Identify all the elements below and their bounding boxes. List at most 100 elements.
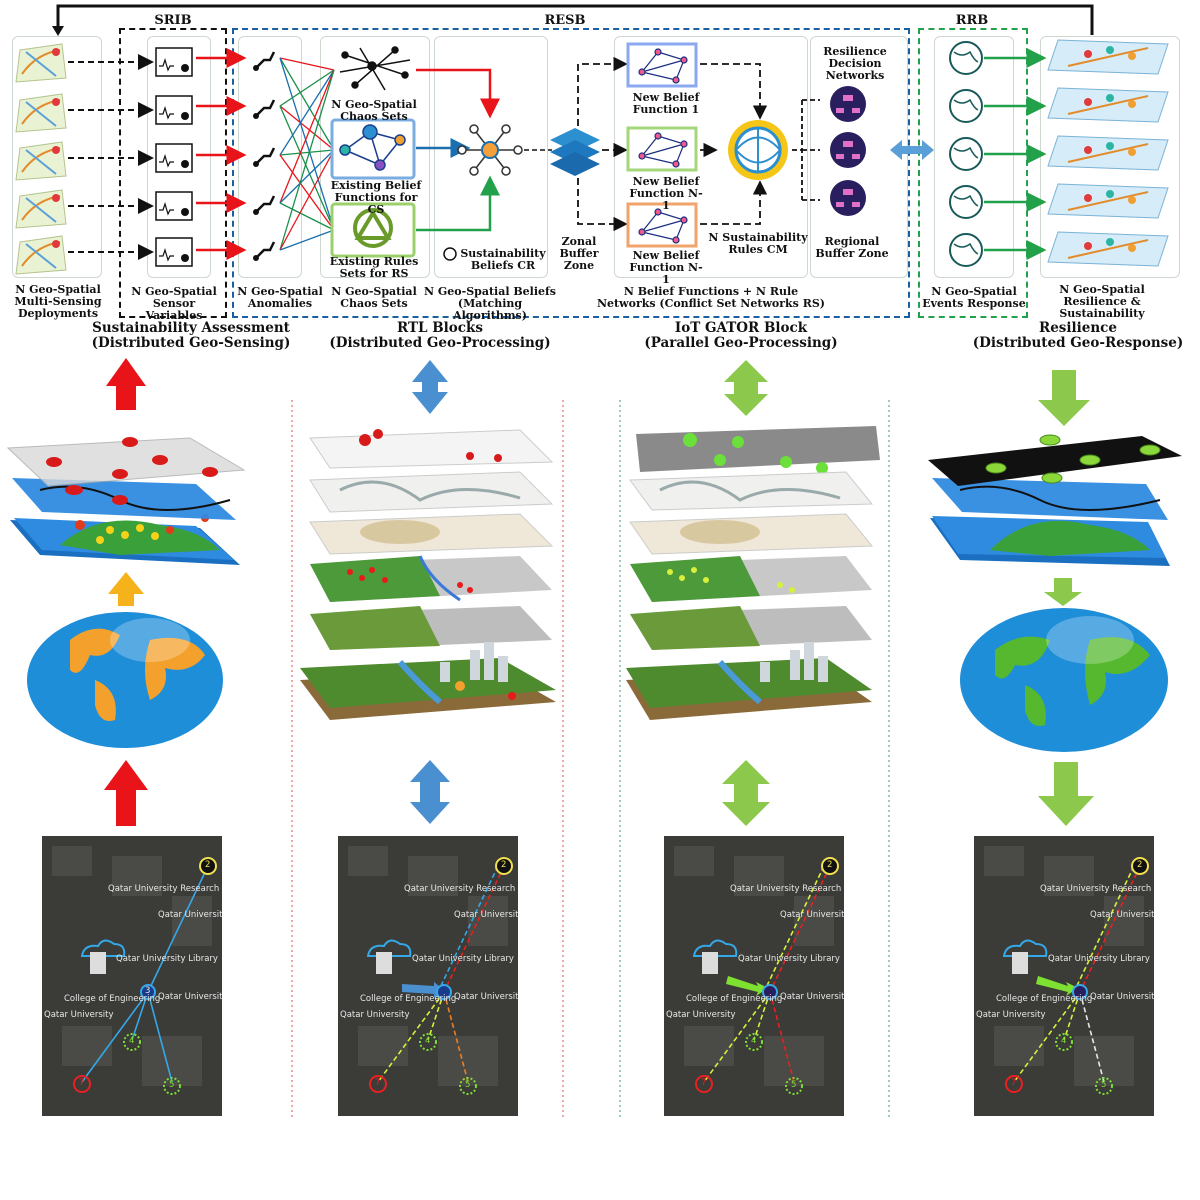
section2-heading: RTL Blocks (310, 321, 570, 336)
events-globe-icons (950, 42, 982, 266)
photo3-node-4: 4 (751, 1036, 756, 1046)
photo3-node-2: 2 (827, 860, 832, 870)
green-double-arrow-2 (722, 760, 770, 826)
photo3-uni2-label: Qatar University (780, 992, 844, 1002)
photo4-node-7: 7 (1011, 1078, 1016, 1088)
satellite-photo-1: Qatar University Research Com Qatar Univ… (42, 836, 222, 1116)
response-layers-stack (928, 435, 1182, 566)
sustainability-rules-label: N Sustainability Rules CM (704, 232, 812, 256)
legend-circle-icon (444, 248, 456, 260)
sensor-icons (156, 48, 192, 266)
photo1-uni2-label: Qatar University (158, 992, 222, 1002)
blue-double-arrow-2 (410, 760, 450, 824)
chaos-sets-label: N Geo-Spatial Chaos Sets (326, 99, 422, 123)
blue-double-arrow-1 (412, 360, 448, 414)
decision-network-icons (830, 86, 866, 216)
photo2-engineering-label: College of Engineering (360, 994, 456, 1004)
photo4-engineering-label: College of Engineering (996, 994, 1092, 1004)
zonal-buffer-label: Zonal Buffer Zone (556, 236, 602, 272)
regional-buffer-label: Regional Buffer Zone (812, 236, 892, 260)
photo2-node-5: 5 (465, 1080, 470, 1090)
photo3-engineering-label: College of Engineering (686, 994, 782, 1004)
photo1-uni3-label: Qatar University (44, 1010, 114, 1020)
belief-hub-icon (458, 125, 522, 175)
earth-globe-1 (27, 612, 223, 748)
photo2-research-label: Qatar University Research Com (404, 884, 518, 894)
section3-title: IoT GATOR Block (Parallel Geo-Processing… (616, 321, 866, 351)
photo4-node-2: 2 (1137, 860, 1142, 870)
photo2-overlay (338, 836, 518, 1116)
anomaly-icons (256, 52, 274, 258)
photo1-node-3: 3 (145, 986, 150, 996)
photo1-library-label: Qatar University Library (116, 954, 218, 964)
section1-title: Sustainability Assessment (Distributed G… (56, 321, 326, 351)
section2-subheading: (Distributed Geo-Processing) (310, 336, 570, 351)
photo1-research-label: Qatar University Research Com (108, 884, 222, 894)
chaos-sets-col-label: N Geo-Spatial Chaos Sets (328, 286, 420, 310)
green-double-arrow-1 (724, 360, 768, 416)
green-down-arrow-3 (1038, 762, 1094, 826)
photo3-overlay (664, 836, 844, 1116)
earth-globe-2 (960, 608, 1168, 752)
photo3-uni3-label: Qatar University (666, 1010, 736, 1020)
photo2-library-label: Qatar University Library (412, 954, 514, 964)
photo3-library-label: Qatar University Library (738, 954, 840, 964)
processing-layers-stack (300, 429, 556, 720)
chaos-network-icon (340, 47, 410, 90)
resilience-col-label: N Geo-Spatial Resilience & Sustainabilit… (1040, 284, 1164, 320)
top-flow-diagram (0, 0, 1200, 330)
photo2-node-2: 2 (501, 860, 506, 870)
events-response-label: N Geo-Spatial Events Response (922, 286, 1026, 310)
sustainability-globe-icon (728, 120, 788, 180)
photo4-node-4: 4 (1061, 1036, 1066, 1046)
section3-heading: IoT GATOR Block (616, 321, 866, 336)
sustainability-beliefs-label: Sustainability Beliefs CR (460, 248, 546, 272)
photo4-library-label: Qatar University Library (1048, 954, 1150, 964)
satellite-photo-3: Qatar University Research Com Qatar Univ… (664, 836, 844, 1116)
red-up-arrow-1 (106, 358, 146, 410)
photo3-node-5: 5 (791, 1080, 796, 1090)
networks-col-label: N Belief Functions + N Rule Networks (Co… (596, 286, 826, 310)
yellow-up-arrow (108, 572, 144, 606)
photo4-overlay (974, 836, 1154, 1116)
satellite-photo-4: Qatar University Research Com Qatar Univ… (974, 836, 1154, 1116)
photo2-uni3-label: Qatar University (340, 1010, 410, 1020)
photo3-uni-label: Qatar University Tra (780, 910, 844, 920)
photo1-node-7: 7 (79, 1078, 84, 1088)
green-down-arrow-1 (1038, 370, 1090, 426)
gator-layers-stack (626, 426, 880, 720)
beliefs-col-label: N Geo-Spatial Beliefs (Matching Algorith… (422, 286, 558, 322)
photo1-overlay (42, 836, 222, 1116)
new-belief-1-label: New Belief Function 1 (628, 92, 704, 116)
rdn-rrb-double-arrow (890, 140, 934, 160)
existing-belief-label: Existing Belief Functions for CS (326, 180, 426, 216)
new-belief-n1-a-label: New Belief Function N-1 (626, 176, 706, 212)
resilience-map-icons (1048, 40, 1168, 266)
section3-subheading: (Parallel Geo-Processing) (616, 336, 866, 351)
photo2-uni-label: Qatar University Tra (454, 910, 518, 920)
photo1-node-2: 2 (205, 860, 210, 870)
photo2-uni2-label: Qatar University (454, 992, 518, 1002)
deployment-map-icons (16, 44, 66, 274)
photo4-uni2-label: Qatar University (1090, 992, 1154, 1002)
green-down-arrow-2 (1044, 578, 1082, 606)
photo3-node-7: 7 (701, 1078, 706, 1088)
satellite-photo-2: Qatar University Research Com Qatar Univ… (338, 836, 518, 1116)
new-belief-n1-b-label: New Belief Function N-1 (626, 250, 706, 286)
deployments-label: N Geo-Spatial Multi-Sensing Deployments (6, 284, 110, 320)
section1-subheading: (Distributed Geo-Sensing) (56, 336, 326, 351)
anomalies-label: N Geo-Spatial Anomalies (234, 286, 326, 310)
section4-title: Resilience (Distributed Geo-Response) (960, 321, 1196, 351)
photo4-uni3-label: Qatar University (976, 1010, 1046, 1020)
section2-title: RTL Blocks (Distributed Geo-Processing) (310, 321, 570, 351)
sensing-layers-stack (8, 437, 244, 565)
photo1-uni-label: Qatar University Tra (158, 910, 222, 920)
sensor-variables-label: N Geo-Spatial Sensor Variables (126, 286, 222, 322)
photo3-research-label: Qatar University Research Com (730, 884, 844, 894)
section4-subheading: (Distributed Geo-Response) (960, 336, 1196, 351)
photo2-node-7: 7 (375, 1078, 380, 1088)
existing-rules-label: Existing Rules Sets for RS (326, 256, 422, 280)
red-up-arrow-2 (104, 760, 148, 826)
section1-heading: Sustainability Assessment (56, 321, 326, 336)
section4-heading: Resilience (960, 321, 1196, 336)
